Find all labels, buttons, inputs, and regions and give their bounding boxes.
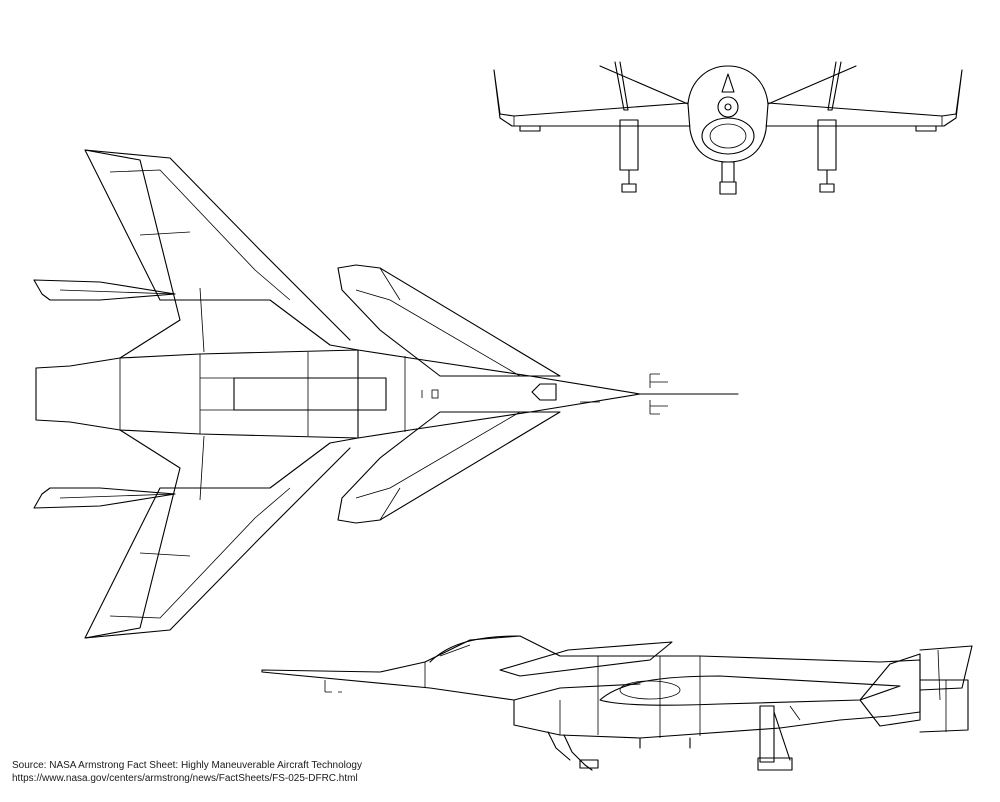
top-view-lower-wing — [84, 429, 359, 639]
side-view-exhaust — [919, 679, 969, 733]
source-caption: Source: NASA Armstrong Fact Sheet: Highl… — [12, 759, 572, 785]
front-view-landing-gear — [619, 119, 837, 195]
front-view — [493, 61, 963, 195]
top-view-fuselage — [35, 349, 739, 439]
front-view-fuselage — [687, 65, 769, 163]
top-view-lower-canard — [337, 411, 561, 524]
front-view-left-wing — [493, 61, 691, 132]
source-line: Source: NASA Armstrong Fact Sheet: Highl… — [12, 760, 362, 771]
side-view-canard — [499, 641, 673, 677]
side-view-vertical-tail — [859, 645, 973, 727]
side-view-landing-gear — [547, 705, 801, 771]
top-view — [33, 149, 739, 639]
side-view-fuselage — [261, 635, 921, 739]
side-view-wing — [599, 675, 901, 706]
top-view-upper-canard — [337, 264, 561, 377]
top-view-wingtip-stores — [33, 279, 176, 509]
side-view — [261, 635, 973, 771]
front-view-right-wing — [765, 61, 963, 132]
source-url[interactable]: https://www.nasa.gov/centers/armstrong/n… — [12, 773, 358, 784]
top-view-upper-wing — [84, 149, 359, 359]
